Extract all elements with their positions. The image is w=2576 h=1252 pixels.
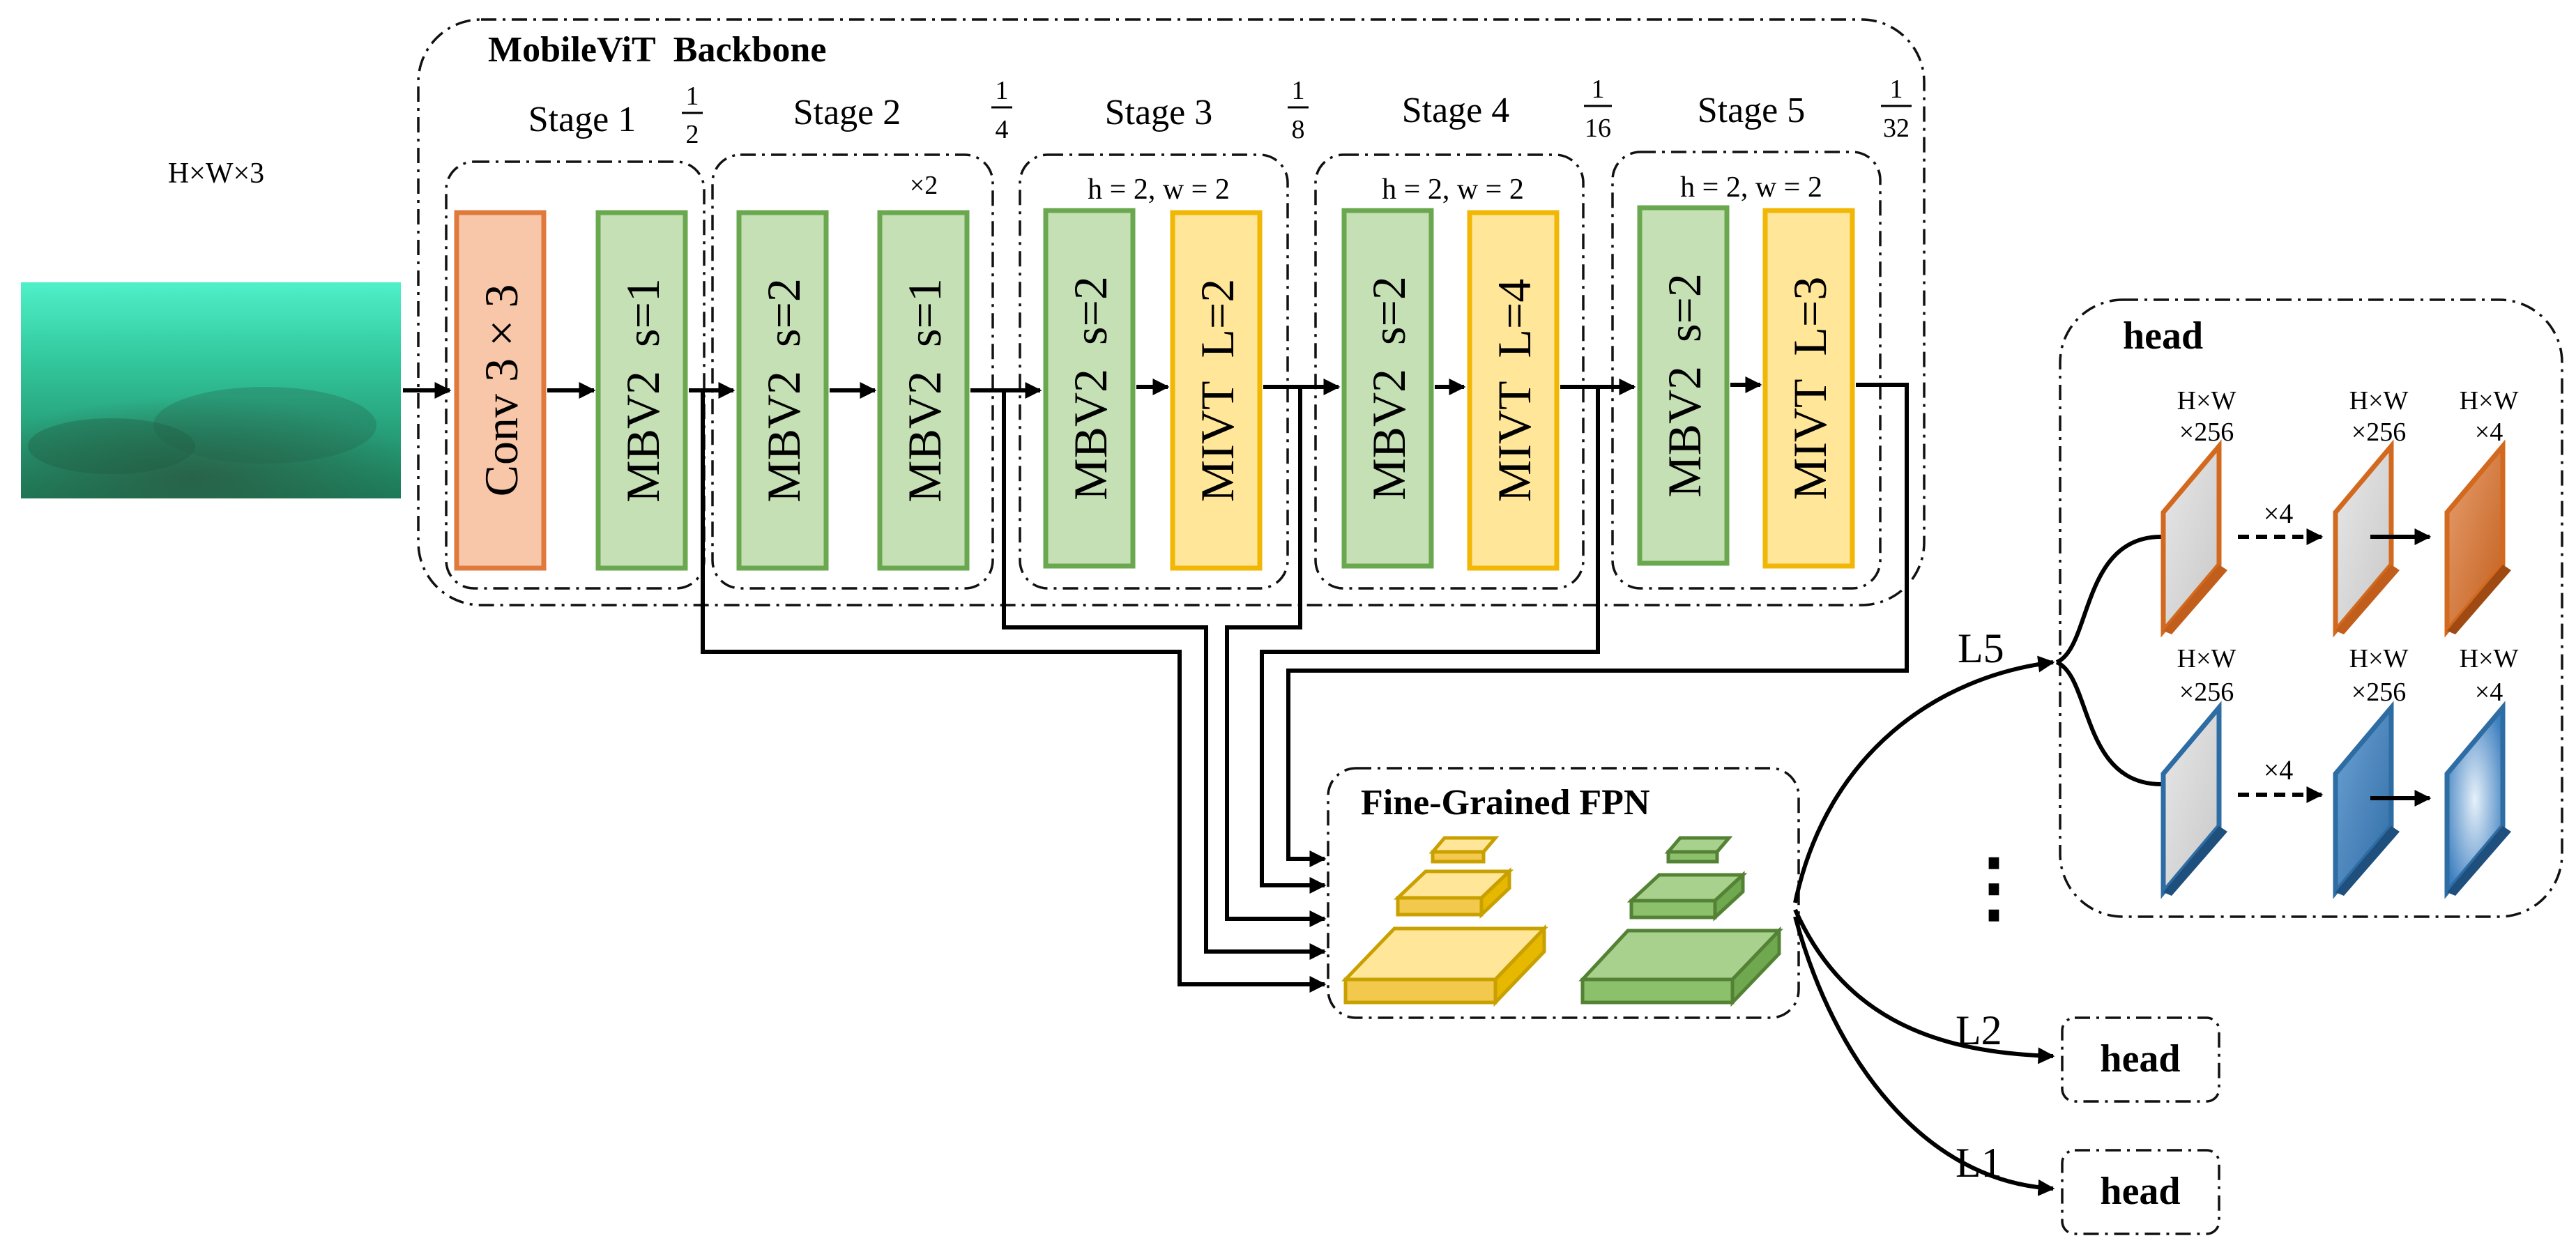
stage-2-label: Stage 2	[793, 93, 901, 132]
head-l1-label: head	[2100, 1170, 2180, 1213]
head-bottom-1-line2: ×256	[2179, 678, 2234, 707]
head-l1-box: head	[2061, 1149, 2220, 1235]
fpn-input-connections	[701, 383, 1909, 993]
stage-1-mbv2-label: MBV2 s=1	[616, 278, 669, 503]
head-top-feature-1	[2160, 439, 2227, 638]
level-l1-label: L1	[1956, 1140, 2002, 1186]
fpn-output-curves	[1793, 655, 2055, 1196]
head-bottom-2-line2: ×256	[2352, 678, 2406, 707]
stage-4-header: Stage 4 1 16	[1402, 75, 1612, 143]
head-bottom-3-line2: ×4	[2475, 678, 2503, 707]
stage-3-header: Stage 3 1 8	[1105, 76, 1309, 144]
head-top-1-line2: ×256	[2179, 418, 2234, 447]
stage-2-ratio-den: 4	[996, 115, 1009, 144]
head-bottom-feature-2	[2333, 701, 2400, 899]
stage-1-mbv2-block: MBV2 s=1	[595, 210, 688, 571]
stage-2-mbv2-block-a: MBV2 s=2	[736, 210, 829, 571]
stage-5-mivt-label: MIVT L=3	[1783, 277, 1836, 500]
stage-4-frame	[1314, 153, 1585, 590]
stage-5-mbv2-label: MBV2 s=2	[1658, 273, 1711, 498]
stage-4-ratio-den: 16	[1585, 114, 1611, 143]
stage-1-frame	[445, 160, 706, 590]
input-underwater-image	[21, 282, 401, 498]
stage-5-ratio-num: 1	[1890, 75, 1903, 104]
fpn-green-pyramid	[1578, 836, 1783, 1007]
stage-1-header: Stage 1 1 2	[528, 82, 703, 149]
head-top-feature-2	[2333, 439, 2400, 638]
stage-2-mbv2-b-label: MBV2 s=1	[898, 278, 951, 503]
head-bottom-feature-1	[2160, 701, 2227, 899]
backbone-frame	[417, 18, 1926, 606]
stage-4-ratio-num: 1	[1592, 75, 1605, 104]
level-l5-label: L5	[1958, 625, 2004, 671]
stage-2-header: Stage 2 1 4	[793, 76, 1012, 144]
stage-3-ratio-num: 1	[1292, 76, 1305, 105]
head-bottom-feature-3	[2444, 701, 2511, 899]
fpn-title: Fine-Grained FPN	[1361, 783, 1650, 823]
stage-2-mbv2-block-b: MBV2 s=1	[877, 210, 970, 571]
stage-4-mivt-block: MIVT L=4	[1467, 210, 1560, 571]
stage-1-ratio-den: 2	[686, 120, 699, 149]
stage-3-ratio-den: 8	[1292, 115, 1305, 144]
head-top-1-line1: H×W	[2177, 386, 2236, 415]
head-top-2-line1: H×W	[2349, 386, 2409, 415]
level-l2-label: L2	[1956, 1007, 2002, 1053]
stage-5-header: Stage 5 1 32	[1698, 75, 1912, 143]
input-dims-label: H×W×3	[168, 158, 264, 190]
stage-1-ratio-num: 1	[686, 82, 699, 111]
stage-3-hw-label: h = 2, w = 2	[1088, 174, 1230, 206]
head-bottom-3-line1: H×W	[2460, 644, 2519, 673]
stage-2-mbv2-a-label: MBV2 s=2	[757, 278, 810, 503]
head-l2-box: head	[2061, 1016, 2220, 1103]
stage-3-mbv2-block: MBV2 s=2	[1043, 208, 1136, 569]
stage-4-mbv2-label: MBV2 s=2	[1362, 276, 1415, 501]
stage-4-hw-label: h = 2, w = 2	[1382, 174, 1524, 206]
conv-block-label: Conv 3 × 3	[475, 284, 528, 497]
stage-3-label: Stage 3	[1105, 93, 1213, 132]
level-ellipsis: ⋮	[1956, 845, 2032, 930]
head-top-3-line1: H×W	[2460, 386, 2519, 415]
stage-4-mivt-label: MIVT L=4	[1488, 279, 1541, 502]
stage-2-frame	[711, 153, 994, 590]
stage-3-mivt-block: MIVT L=2	[1170, 210, 1263, 571]
head-split-curves	[2055, 535, 2162, 786]
stage-5-label: Stage 5	[1698, 91, 1806, 130]
fpn-yellow-pyramid	[1341, 836, 1548, 1007]
head-top-repeat-label: ×4	[2264, 498, 2294, 529]
stage-1-label: Stage 1	[528, 100, 637, 139]
stage-2-ratio-num: 1	[996, 76, 1009, 105]
stage-5-mivt-block: MIVT L=3	[1762, 208, 1855, 569]
stage-3-mbv2-label: MBV2 s=2	[1064, 276, 1117, 501]
stage-2-repeat-label: ×2	[910, 171, 938, 200]
head-bottom-repeat-label: ×4	[2264, 754, 2294, 786]
backbone-title: MobileViT Backbone	[488, 30, 826, 70]
stage-4-label: Stage 4	[1402, 91, 1510, 130]
stage-5-hw-label: h = 2, w = 2	[1680, 171, 1822, 204]
head-l2-label: head	[2100, 1037, 2180, 1081]
stage-4-mbv2-block: MBV2 s=2	[1341, 208, 1434, 569]
head-detail-title: head	[2123, 314, 2203, 358]
head-top-3-line2: ×4	[2475, 418, 2503, 447]
stage-3-mivt-label: MIVT L=2	[1191, 279, 1244, 502]
head-top-feature-3	[2444, 439, 2511, 638]
head-bottom-1-line1: H×W	[2177, 644, 2236, 673]
head-bottom-2-line1: H×W	[2349, 644, 2409, 673]
stage-5-mbv2-block: MBV2 s=2	[1637, 205, 1730, 566]
stage-5-ratio-den: 32	[1883, 114, 1910, 143]
head-detail-frame	[2059, 298, 2563, 918]
head-top-2-line2: ×256	[2352, 418, 2406, 447]
stage-5-frame	[1611, 151, 1882, 590]
conv-block: Conv 3 × 3	[454, 210, 547, 571]
stage-3-frame	[1019, 153, 1289, 590]
